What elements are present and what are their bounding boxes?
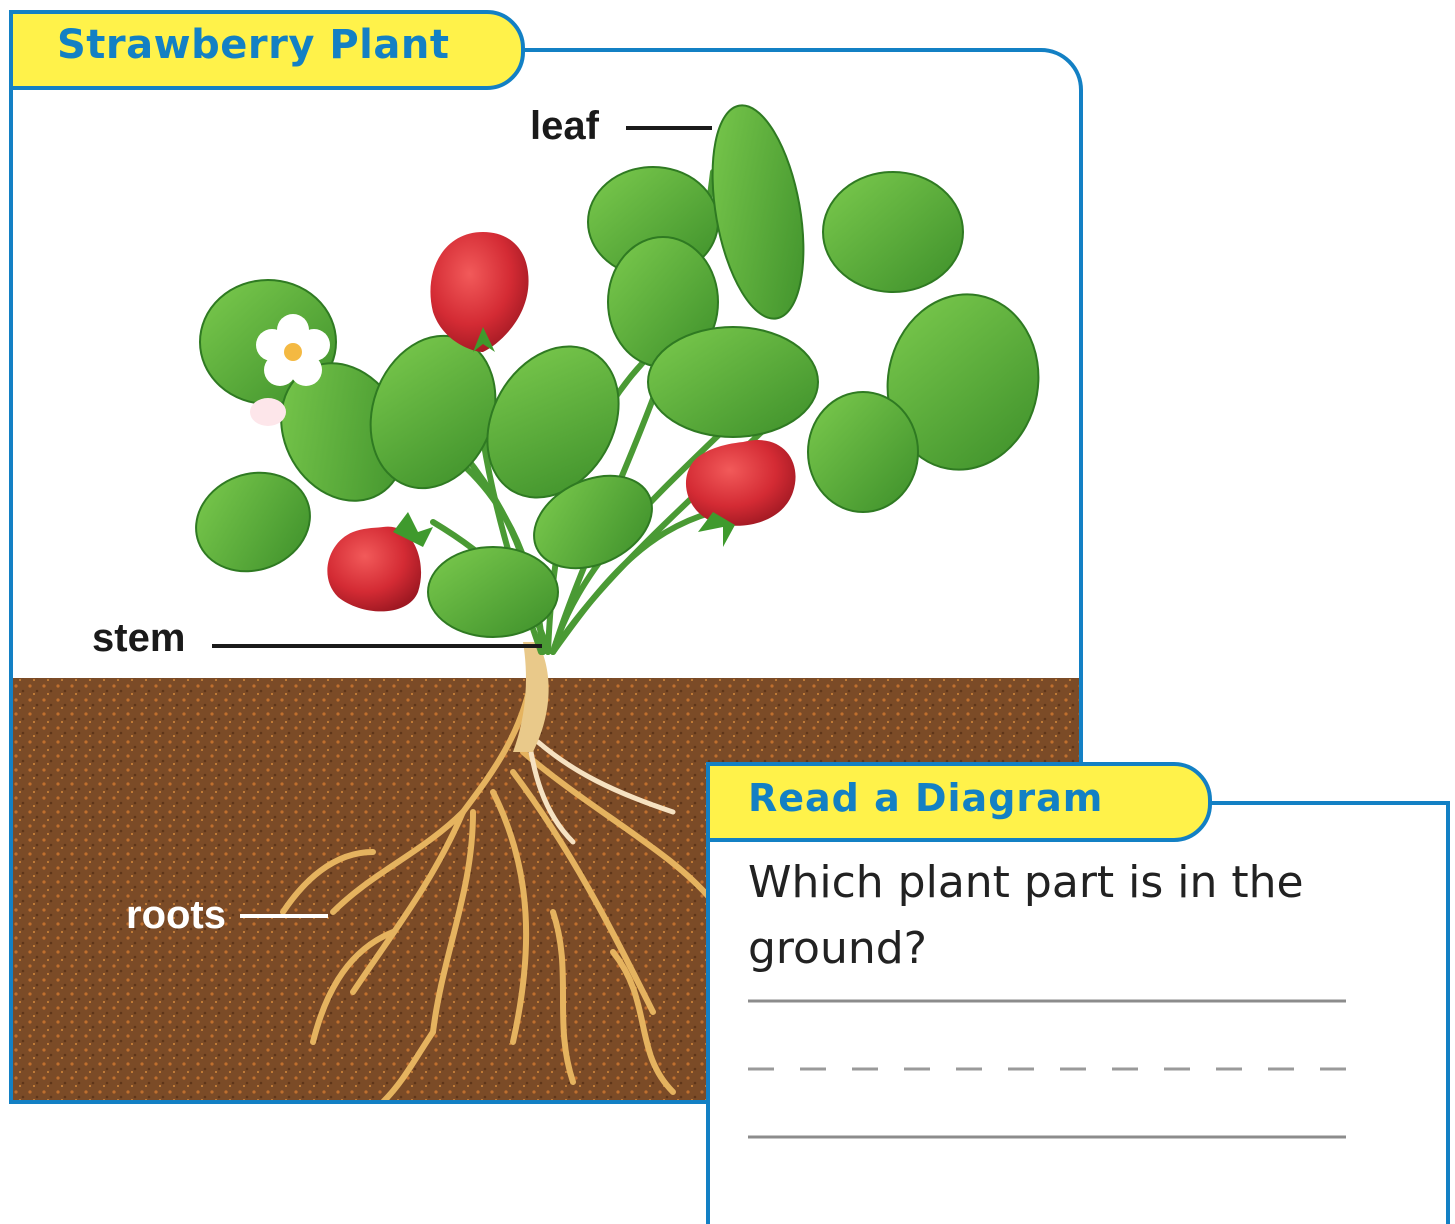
- answer-middle-dashed-line: [748, 1066, 1346, 1072]
- stem-label: stem: [92, 616, 185, 661]
- stem-leader-line: [212, 644, 542, 648]
- title-tab: Strawberry Plant: [9, 10, 525, 90]
- diagram-title: Strawberry Plant: [57, 22, 449, 68]
- leaf-label: leaf: [530, 104, 599, 149]
- leaf-leader-line: [626, 126, 712, 130]
- question-tab: Read a Diagram: [706, 762, 1212, 842]
- answer-top-line: [748, 998, 1346, 1004]
- roots-label: roots: [126, 893, 226, 938]
- roots-leader-line: [240, 914, 328, 918]
- question-text: Which plant part is in the ground?: [748, 850, 1388, 982]
- question-heading: Read a Diagram: [748, 776, 1103, 820]
- answer-base-line: [748, 1134, 1346, 1140]
